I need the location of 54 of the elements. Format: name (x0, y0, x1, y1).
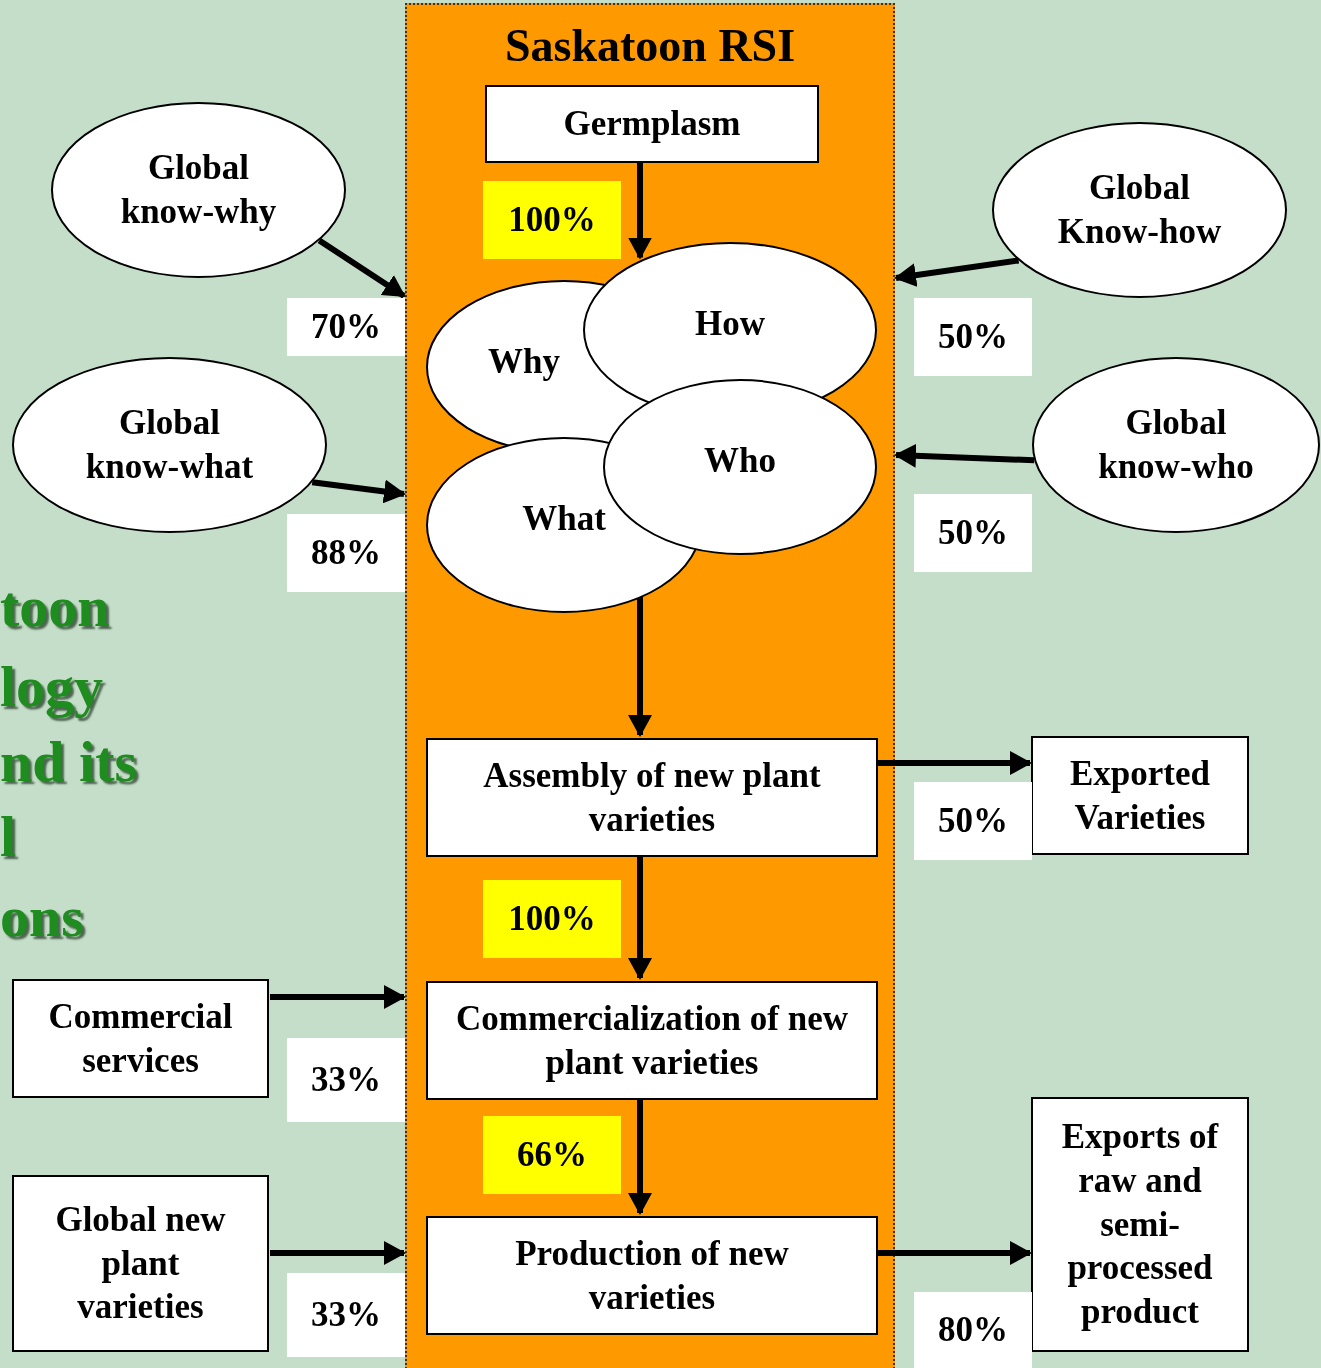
arrow (628, 162, 652, 260)
node-label: How (695, 303, 765, 346)
node-label: Germplasm (563, 103, 741, 146)
node-label: Global know-why (119, 147, 278, 233)
process-box (426, 738, 878, 857)
process-box (485, 85, 819, 163)
arrow (877, 1241, 1032, 1265)
percentage-label: 50% (914, 782, 1032, 860)
arrow (270, 1241, 406, 1265)
percentage-label: 80% (914, 1292, 1032, 1368)
process-box (426, 1216, 878, 1335)
arrow (628, 595, 652, 737)
arrow (317, 237, 406, 299)
arrow (628, 1099, 652, 1215)
organization-band (405, 3, 895, 1368)
arrow (270, 985, 406, 1009)
heading-fragment: logy (0, 658, 104, 716)
band-title: Saskatoon RSI (504, 19, 796, 73)
node-label: Commercialization of new plant varieties (454, 997, 849, 1084)
node-label: Why (488, 341, 560, 384)
heading-fragment: nd its (0, 733, 137, 791)
percentage-label: 66% (483, 1116, 621, 1194)
arrow (877, 751, 1032, 775)
heading-fragment: l (0, 808, 17, 866)
process-box (426, 981, 878, 1100)
percentage-label: 50% (914, 494, 1032, 572)
node-label: Exports of raw and semi-processed product (1060, 1116, 1220, 1334)
percentage-label: 100% (483, 880, 621, 958)
node-label: Production of new varieties (514, 1232, 790, 1319)
process-box (1031, 736, 1249, 855)
arrow (628, 856, 652, 980)
node-label: What (522, 498, 606, 541)
heading-fragment: ons (0, 888, 84, 946)
percentage-label: 33% (287, 1038, 405, 1122)
node-label: Global know-who (1097, 402, 1255, 488)
percentage-label: 100% (483, 181, 621, 259)
process-box (1031, 1097, 1249, 1352)
node-label: Assembly of new plant varieties (482, 754, 822, 841)
arrow (894, 443, 1035, 468)
node-label: Global new plant varieties (54, 1198, 227, 1329)
percentage-label: 50% (914, 298, 1032, 376)
percentage-label: 70% (287, 298, 405, 356)
arrow (311, 479, 406, 504)
node-label: Global know-what (84, 402, 255, 488)
percentage-label: 33% (287, 1273, 405, 1357)
node-label: Global Know-how (1056, 167, 1223, 253)
arrow (894, 257, 1020, 288)
node-label: Exported Varieties (1069, 752, 1211, 839)
heading-fragment: toon (0, 578, 110, 636)
node-label: Commercial services (47, 995, 234, 1082)
process-box (12, 1175, 269, 1352)
percentage-label: 88% (287, 514, 405, 592)
process-box (12, 979, 269, 1098)
node-label: Who (704, 440, 776, 483)
